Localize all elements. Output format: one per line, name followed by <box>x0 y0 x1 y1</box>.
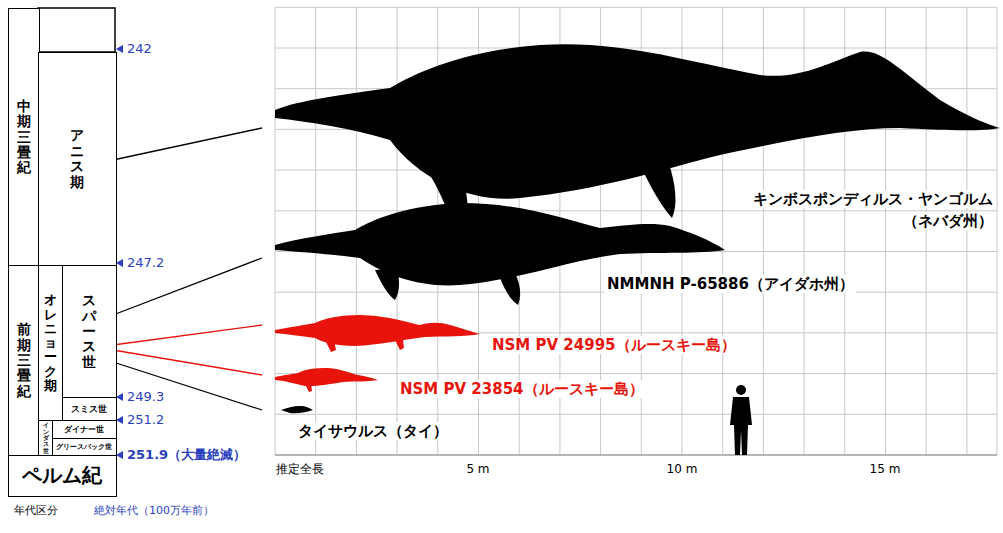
time-unit-name: ダイナー世 <box>64 424 104 435</box>
time-unit-box: 前期三畳紀 <box>8 265 40 457</box>
human-silhouette <box>730 385 752 455</box>
age-value: 251.2 <box>125 412 166 428</box>
specimen-label: NSM PV 23854（ルースキー島） <box>398 380 646 398</box>
specimen-label: NMMNH P-65886（アイダホ州） <box>605 275 856 293</box>
grid-line <box>997 7 998 455</box>
grid-line <box>275 373 997 374</box>
species-label: キンボスポンディルス・ヤンゴルム <box>751 190 995 208</box>
time-unit-name: オレニョーク期 <box>44 293 57 393</box>
time-unit-name: グリースバック世 <box>56 442 112 452</box>
axis-tick: 10 m <box>665 462 700 476</box>
leader-line <box>113 128 262 410</box>
time-unit-name: インダス世 <box>43 422 49 454</box>
time-unit-name: 前期三畳紀 <box>17 322 31 399</box>
grid-line <box>926 7 927 455</box>
age-value: 249.3 <box>125 389 166 405</box>
axis-tick: 15 m <box>868 462 903 476</box>
time-unit-box: ペルム紀 <box>8 455 117 497</box>
grid-line <box>275 455 997 456</box>
time-unit-name: ペルム紀 <box>22 462 102 489</box>
age-value: 242 <box>125 41 154 57</box>
grid-line <box>275 210 997 211</box>
grid-line <box>966 7 967 455</box>
time-unit-box: スパース世 <box>62 265 117 399</box>
time-unit-name: 中期三畳紀 <box>17 99 31 176</box>
time-unit-box: ダイナー世 <box>52 420 117 440</box>
time-unit-name: スミス世 <box>71 403 107 416</box>
time-unit-box: 中期三畳紀 <box>8 8 40 267</box>
axis-tick: 5 m <box>464 462 491 476</box>
age-marker <box>116 45 123 459</box>
grid-line <box>275 48 997 49</box>
species-label: （ネバダ州） <box>901 212 995 230</box>
stage-cell <box>38 8 115 52</box>
grid-line <box>763 7 764 455</box>
age-value: 251.9（大量絶滅） <box>125 447 248 463</box>
time-unit-box: オレニョーク期 <box>38 265 64 422</box>
column-caption: 絶対年代（100万年前） <box>92 504 216 517</box>
species-label: タイサウルス（タイ） <box>296 422 450 440</box>
thaisaurus-silhouette <box>281 406 313 413</box>
grid-line <box>315 7 316 455</box>
specimen-label: NSM PV 24995（ルースキー島） <box>490 336 738 354</box>
grid-line <box>275 7 997 8</box>
time-unit-name: アニス期 <box>70 128 84 190</box>
age-value: 247.2 <box>125 255 166 271</box>
axis-title: 推定全長 <box>274 462 326 476</box>
time-unit-box: グリースバック世 <box>52 438 117 457</box>
column-caption: 年代区分 <box>12 504 60 517</box>
axis-line <box>275 455 997 456</box>
grid-line <box>275 7 276 455</box>
time-unit-box: アニス期 <box>38 52 117 267</box>
time-unit-box: スミス世 <box>62 397 117 422</box>
grid-line <box>275 414 997 415</box>
time-unit-name: スパース世 <box>82 293 96 370</box>
